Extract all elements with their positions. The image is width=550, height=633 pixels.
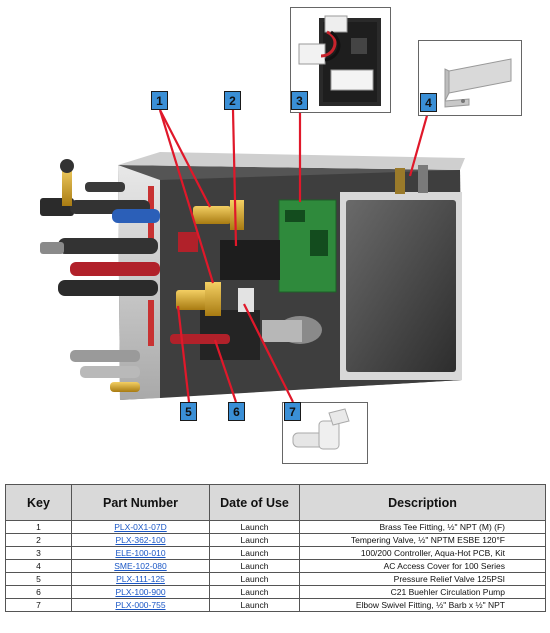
header-date-of-use: Date of Use [209,484,300,521]
row-description: Pressure Relief Valve 125PSI [299,572,546,586]
table-row: 3 ELE-100-010 Launch 100/200 Controller,… [5,546,546,560]
row-date: Launch [209,533,300,547]
callout-1: 1 [151,91,168,110]
side-hoses [40,159,230,392]
callout-5: 5 [180,402,197,421]
row-key: 5 [5,572,72,586]
brass-fittings [176,200,254,316]
row-description: C21 Buehler Circulation Pump [299,585,546,599]
callout-2: 2 [224,91,241,110]
part-number-link[interactable]: PLX-000-755 [71,598,210,612]
row-date: Launch [209,585,300,599]
table-row: 7 PLX-000-755 Launch Elbow Swivel Fittin… [5,598,546,612]
callout-leader-lines [158,109,430,403]
header-part-number: Part Number [71,484,210,521]
row-description: 100/200 Controller, Aqua-Hot PCB, Kit [299,546,546,560]
callout-7: 7 [284,402,301,421]
row-date: Launch [209,572,300,586]
row-key: 3 [5,546,72,560]
row-date: Launch [209,546,300,560]
table-row: 6 PLX-100-900 Launch C21 Buehler Circula… [5,585,546,599]
header-key: Key [5,484,72,521]
row-key: 2 [5,533,72,547]
row-date: Launch [209,598,300,612]
table-row: 4 SME-102-080 Launch AC Access Cover for… [5,559,546,573]
callout-4: 4 [420,93,437,112]
row-key: 6 [5,585,72,599]
row-date: Launch [209,520,300,534]
callout-6: 6 [228,402,245,421]
inset-controller-board [290,7,391,113]
row-description: AC Access Cover for 100 Series [299,559,546,573]
row-description: Brass Tee Fitting, ½" NPT (M) (F) [299,520,546,534]
part-number-link[interactable]: PLX-362-100 [71,533,210,547]
part-number-link[interactable]: PLX-100-900 [71,585,210,599]
controller-board-image [298,15,381,106]
part-number-link[interactable]: ELE-100-010 [71,546,210,560]
table-row: 2 PLX-362-100 Launch Tempering Valve, ½"… [5,533,546,547]
parts-table: Key Part Number Date of Use Description … [5,484,546,612]
row-description: Tempering Valve, ½" NPTM ESBE 120°F [299,533,546,547]
part-number-link[interactable]: PLX-0X1-07D [71,520,210,534]
table-row: 5 PLX-111-125 Launch Pressure Relief Val… [5,572,546,586]
row-key: 4 [5,559,72,573]
access-cover-image [444,58,512,108]
elbow-fitting-image [292,408,350,450]
controller-pcb [278,199,337,293]
row-description: Elbow Swivel Fitting, ½" Barb x ½" NPT [299,598,546,612]
row-date: Launch [209,559,300,573]
callout-3: 3 [291,91,308,110]
table-row: 1 PLX-0X1-07D Launch Brass Tee Fitting, … [5,520,546,534]
header-description: Description [299,484,546,521]
table-header-row: Key Part Number Date of Use Description [5,484,546,521]
row-key: 7 [5,598,72,612]
product-figure: 1 2 3 4 5 6 7 [40,7,522,464]
heater-unit-illustration [40,109,465,403]
top-right-fittings [395,165,428,194]
part-number-link[interactable]: PLX-111-125 [71,572,210,586]
part-number-link[interactable]: SME-102-080 [71,559,210,573]
row-key: 1 [5,520,72,534]
